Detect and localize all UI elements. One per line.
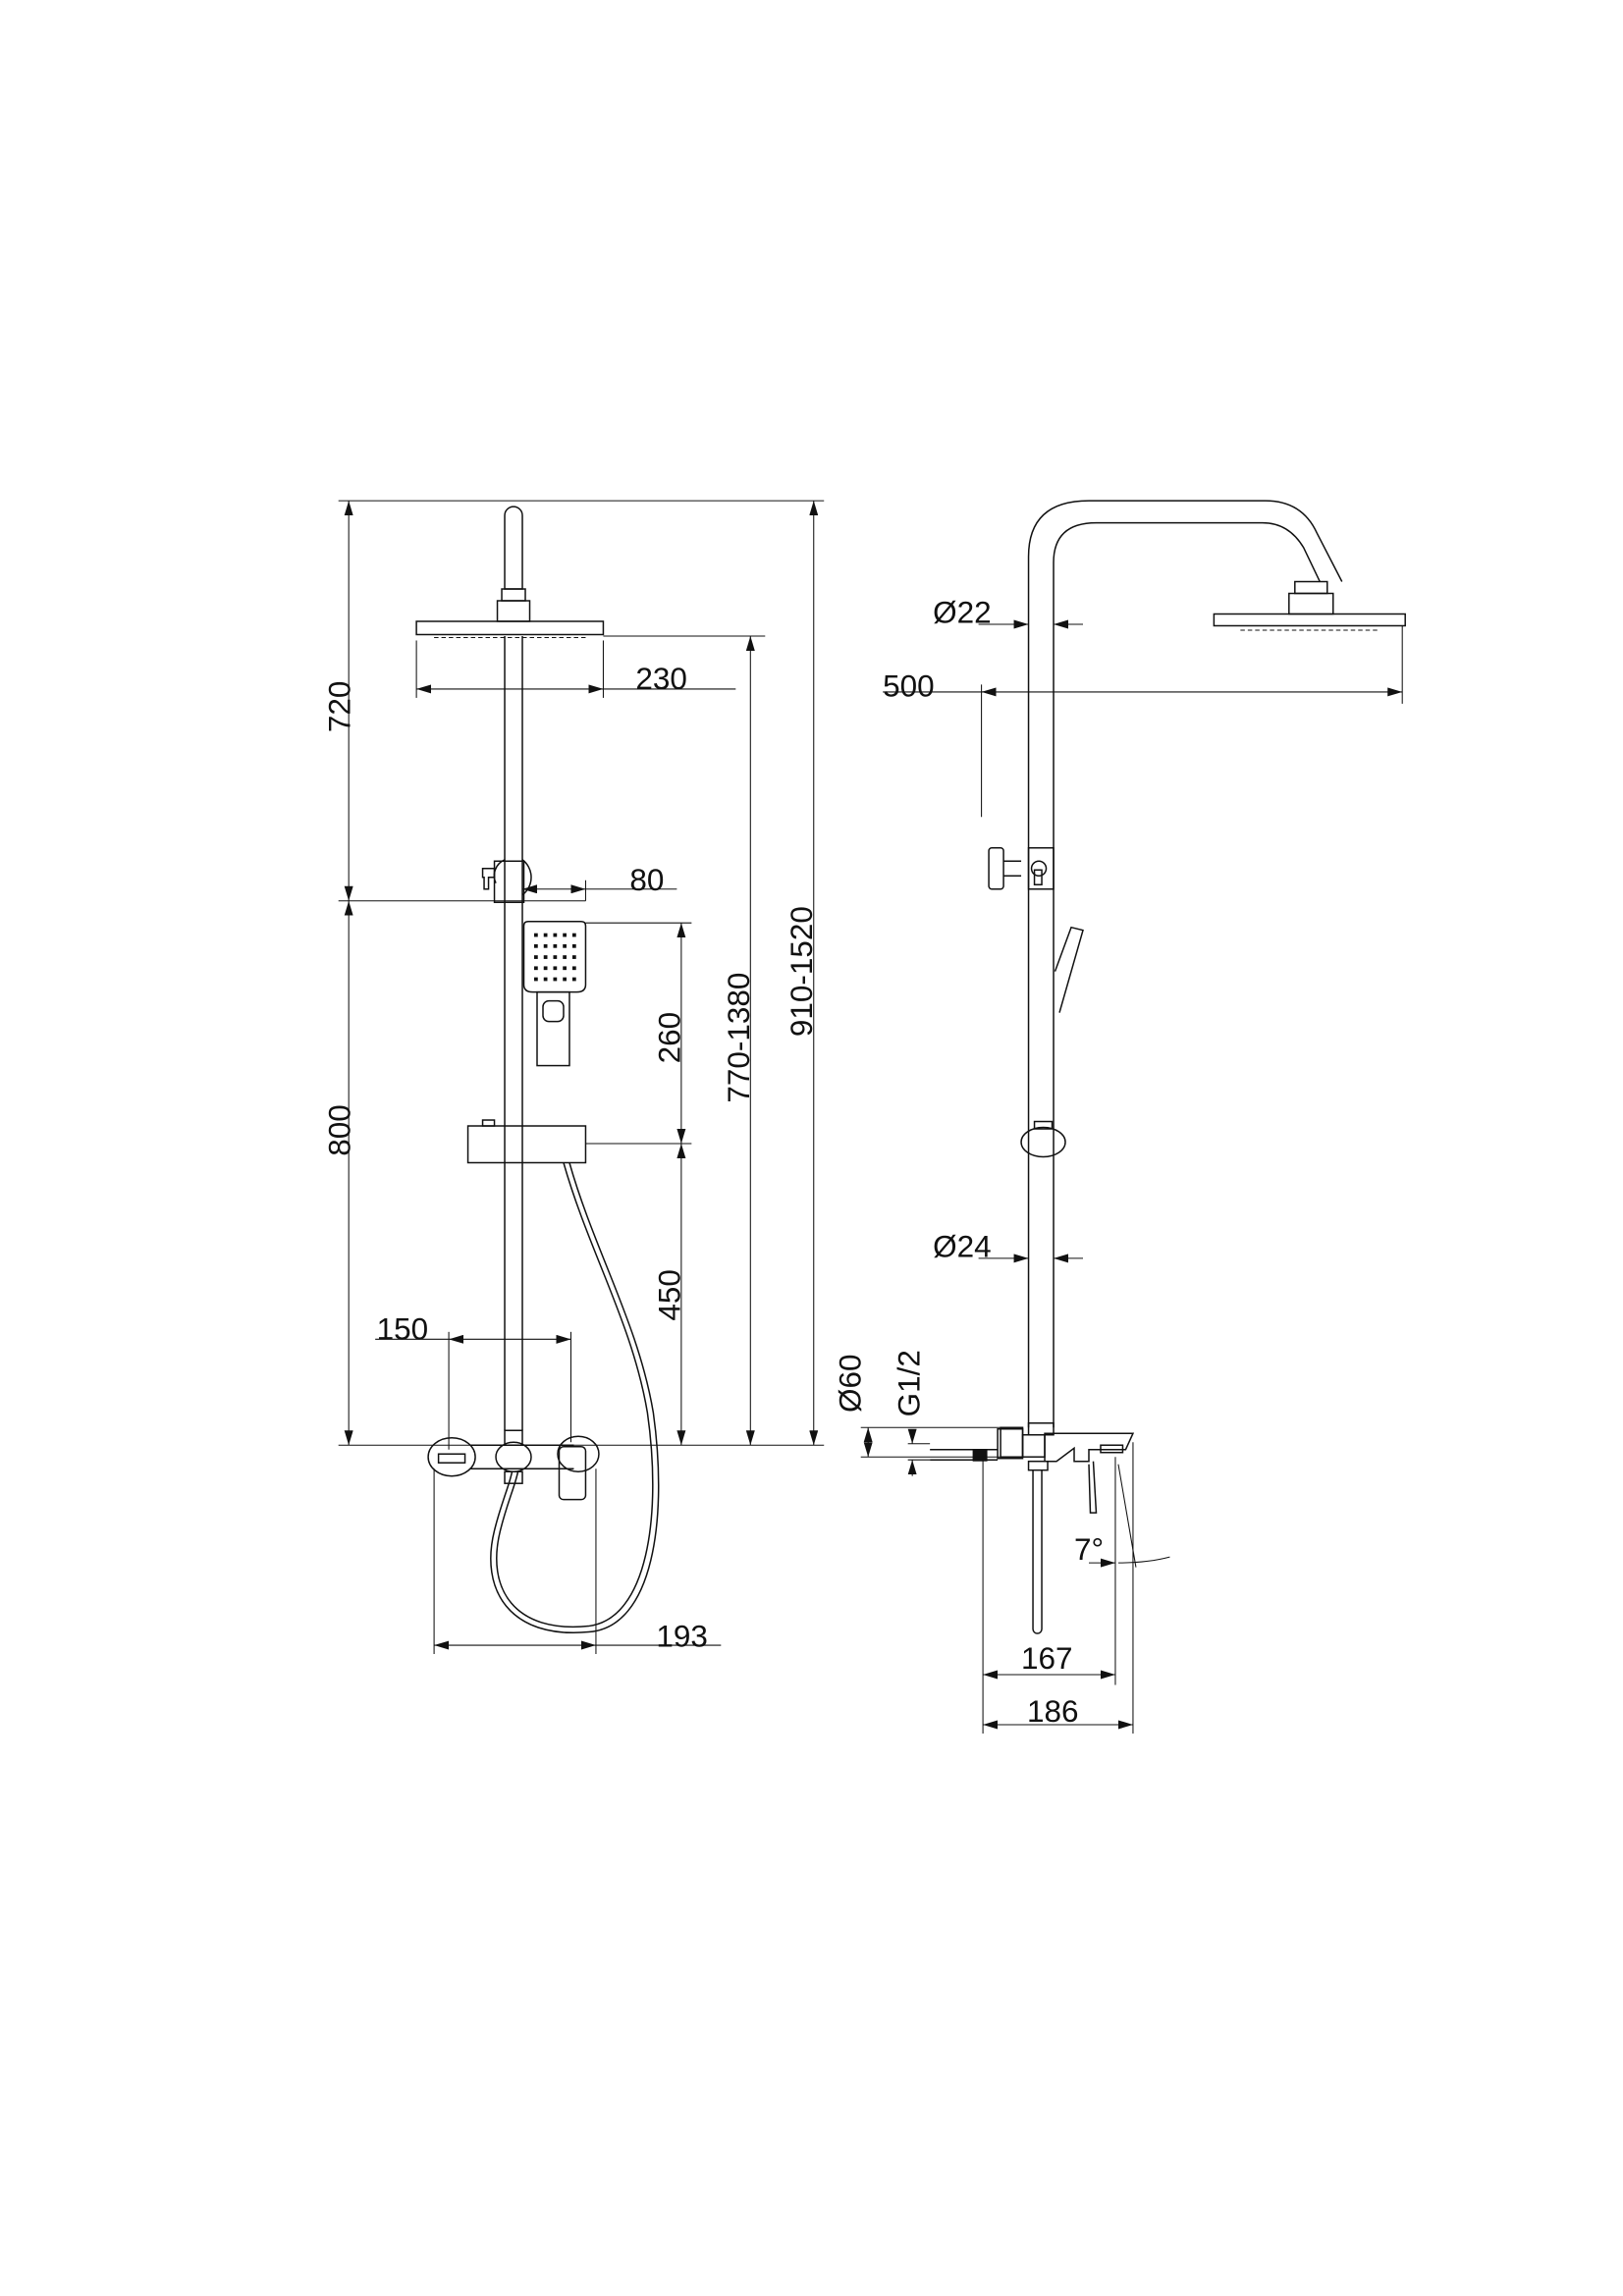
- diverter: [481, 859, 532, 903]
- dim-500: 500: [883, 668, 935, 703]
- nozzle-hole: [534, 943, 538, 948]
- side-hand-shower: [1054, 926, 1084, 1013]
- dim-80: 80: [629, 863, 664, 897]
- nozzle-hole: [553, 955, 558, 959]
- dim-186: 186: [1027, 1694, 1079, 1729]
- dim-260: 260: [652, 1012, 686, 1064]
- nozzle-hole: [571, 966, 576, 971]
- dim-7-degree: 7°: [1074, 1532, 1104, 1567]
- nozzle-hole: [563, 955, 567, 959]
- nozzle-hole: [534, 977, 538, 982]
- shower-arm: [1027, 500, 1406, 1428]
- shower-hose: [496, 1162, 654, 1629]
- dim-d60: Ø60: [834, 1355, 868, 1413]
- nozzle-hole: [553, 977, 558, 982]
- nozzle-hole: [534, 933, 538, 937]
- hand-shower: [522, 920, 587, 1067]
- front-view: 720 800 230 80 260 450 770-1380 910-1520…: [323, 500, 825, 1655]
- nozzle-hole: [571, 955, 576, 959]
- front-dimensions: [338, 500, 825, 1655]
- dim-167: 167: [1021, 1641, 1073, 1676]
- nozzle-hole: [543, 966, 548, 971]
- nozzle-hole: [571, 943, 576, 948]
- side-dimensions: [860, 619, 1403, 1734]
- dim-d24: Ø24: [933, 1229, 991, 1263]
- nozzle-hole: [553, 966, 558, 971]
- nozzle-hole: [534, 966, 538, 971]
- dim-d22: Ø22: [933, 595, 991, 629]
- side-mixer: [930, 1421, 1135, 1634]
- riser-pipe: [496, 506, 531, 1431]
- dim-g12: G1/2: [893, 1350, 927, 1416]
- dim-150: 150: [377, 1311, 429, 1346]
- nozzle-hole: [543, 933, 548, 937]
- nozzle-hole: [534, 955, 538, 959]
- side-dimension-labels: Ø22 500 Ø24 Ø60 G1/2 7° 167 186: [834, 595, 1104, 1728]
- dim-720: 720: [323, 681, 357, 733]
- dim-450: 450: [652, 1269, 686, 1321]
- nozzle-hole: [553, 943, 558, 948]
- dim-770-1380: 770-1380: [722, 973, 756, 1103]
- nozzle-hole: [563, 977, 567, 982]
- nozzle-hole: [563, 966, 567, 971]
- nozzle-hole: [571, 933, 576, 937]
- dim-800: 800: [323, 1104, 357, 1156]
- nozzle-hole: [543, 977, 548, 982]
- side-view: Ø22 500 Ø24 Ø60 G1/2 7° 167 186: [834, 500, 1406, 1734]
- rain-shower-head: [415, 620, 605, 638]
- nozzle-hole: [563, 943, 567, 948]
- front-dimension-labels: 720 800 230 80 260 450 770-1380 910-1520…: [323, 662, 820, 1654]
- dim-193: 193: [656, 1620, 708, 1654]
- nozzle-hole: [563, 933, 567, 937]
- side-diverter: [988, 847, 1055, 890]
- nozzle-hole: [553, 933, 558, 937]
- nozzle-hole: [543, 943, 548, 948]
- slide-bar-holder: [466, 1119, 587, 1164]
- dim-230: 230: [635, 662, 687, 696]
- nozzle-hole: [571, 977, 576, 982]
- side-slider: [1020, 1120, 1066, 1158]
- dim-910-1520: 910-1520: [784, 906, 819, 1037]
- nozzle-hole: [543, 955, 548, 959]
